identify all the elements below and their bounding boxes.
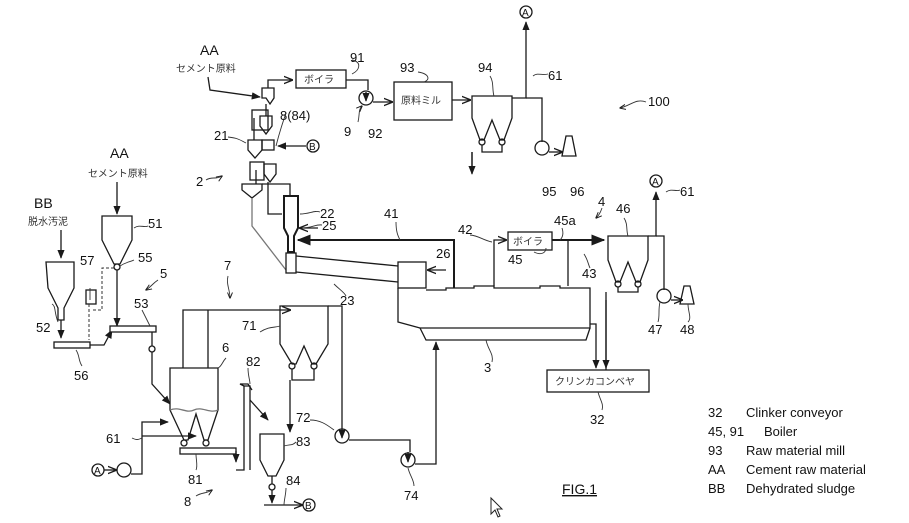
- hopper-83: B: [259, 433, 316, 512]
- leader-lines: [51, 59, 691, 506]
- svg-text:52: 52: [36, 320, 50, 335]
- svg-text:61: 61: [548, 68, 562, 83]
- connector-b-top: B: [277, 139, 320, 153]
- mouse-cursor-icon: [490, 496, 504, 518]
- legend-key-4: BB: [708, 481, 725, 496]
- air-line-61: A: [91, 418, 197, 478]
- svg-text:3: 3: [484, 360, 491, 375]
- svg-text:A: A: [94, 466, 101, 477]
- legend-key-2: 93: [708, 443, 722, 458]
- svg-text:48: 48: [680, 322, 694, 337]
- group-arrows: [146, 100, 647, 497]
- svg-text:61: 61: [680, 184, 694, 199]
- clinker-cooler: [397, 285, 591, 341]
- legend-label-3: Cement raw material: [746, 462, 866, 477]
- tertiary-air-pipe-41: [296, 234, 455, 288]
- svg-text:92: 92: [368, 126, 382, 141]
- svg-text:7: 7: [224, 258, 231, 273]
- sludge-jp: 脱水汚泥: [28, 215, 68, 228]
- svg-text:23: 23: [340, 293, 354, 308]
- dust-collector-46: A: [605, 174, 695, 372]
- legend-label-0: Clinker conveyor: [746, 405, 843, 420]
- svg-text:61: 61: [106, 431, 120, 446]
- rotary-kiln: [295, 255, 427, 289]
- raw-mill-label: 原料ミル: [401, 94, 441, 107]
- svg-text:21: 21: [214, 128, 228, 143]
- svg-text:53: 53: [134, 296, 148, 311]
- svg-text:41: 41: [384, 206, 398, 221]
- svg-text:A: A: [652, 177, 659, 188]
- svg-text:81: 81: [188, 472, 202, 487]
- svg-text:45a: 45a: [554, 213, 576, 228]
- svg-text:5: 5: [160, 266, 167, 281]
- svg-text:B: B: [309, 142, 316, 153]
- top-raw-code: AA: [200, 42, 219, 58]
- sludge-code: BB: [34, 195, 53, 211]
- screw-conveyor-56: [53, 329, 113, 349]
- svg-text:A: A: [522, 8, 529, 19]
- raw-material-silo-51: AA セメント原料: [88, 145, 148, 327]
- clinker-conveyor-label: クリンカコンベヤ: [555, 376, 635, 388]
- top-raw-material-input: AA セメント原料: [176, 42, 261, 100]
- svg-text:95: 95: [542, 184, 556, 199]
- preheater-tower: [241, 80, 299, 274]
- svg-text:25: 25: [322, 218, 336, 233]
- reference-numbers: 21 8(84) 91 9 92 93 94 61 100 95 96 2 22…: [36, 50, 694, 509]
- svg-text:26: 26: [436, 246, 450, 261]
- svg-text:93: 93: [400, 60, 414, 75]
- left-raw-code: AA: [110, 145, 129, 161]
- svg-text:72: 72: [296, 410, 310, 425]
- svg-text:22: 22: [320, 206, 334, 221]
- svg-text:2: 2: [196, 174, 203, 189]
- svg-text:9: 9: [344, 124, 351, 139]
- sludge-silo-52: BB 脱水汚泥: [28, 195, 97, 340]
- svg-text:56: 56: [74, 368, 88, 383]
- svg-text:8: 8: [184, 494, 191, 509]
- legend: 32 Clinker conveyor 45, 91 Boiler 93 Raw…: [708, 405, 866, 496]
- boiler-45-system: ボイラ: [493, 231, 606, 286]
- bucket-elevator-82: [236, 383, 269, 471]
- reactor-6: [169, 310, 290, 463]
- legend-label-4: Dehydrated sludge: [746, 481, 855, 496]
- boiler-mid-label: ボイラ: [513, 236, 543, 248]
- boiler-top-label: ボイラ: [304, 74, 334, 86]
- svg-text:43: 43: [582, 266, 596, 281]
- legend-key-0: 32: [708, 405, 722, 420]
- legend-key-1: 45, 91: [708, 424, 744, 439]
- svg-text:42: 42: [458, 222, 472, 237]
- svg-text:6: 6: [222, 340, 229, 355]
- svg-text:55: 55: [138, 250, 152, 265]
- svg-text:8(84): 8(84): [280, 108, 310, 123]
- top-raw-jp: セメント原料: [176, 62, 236, 75]
- legend-key-3: AA: [708, 462, 726, 477]
- svg-text:94: 94: [478, 60, 492, 75]
- svg-text:B: B: [305, 501, 312, 512]
- svg-text:96: 96: [570, 184, 584, 199]
- svg-text:46: 46: [616, 201, 630, 216]
- svg-text:82: 82: [246, 354, 260, 369]
- left-raw-jp: セメント原料: [88, 167, 148, 180]
- screw-conveyor-53: [109, 325, 170, 404]
- svg-text:45: 45: [508, 252, 522, 267]
- svg-text:51: 51: [148, 216, 162, 231]
- legend-label-1: Boiler: [764, 424, 798, 439]
- svg-text:4: 4: [598, 194, 605, 209]
- legend-label-2: Raw material mill: [746, 443, 845, 458]
- svg-text:32: 32: [590, 412, 604, 427]
- clinker-conveyor-32: クリンカコンベヤ: [546, 300, 650, 393]
- svg-text:83: 83: [296, 434, 310, 449]
- figure-title: FIG.1: [562, 481, 597, 497]
- svg-text:47: 47: [648, 322, 662, 337]
- svg-text:74: 74: [404, 488, 418, 503]
- svg-text:100: 100: [648, 94, 670, 109]
- dust-collector-71: [279, 305, 440, 468]
- svg-text:84: 84: [286, 473, 300, 488]
- raw-mill-system: ボイラ 原料ミル A: [295, 5, 577, 175]
- svg-text:71: 71: [242, 318, 256, 333]
- svg-text:57: 57: [80, 253, 94, 268]
- svg-text:91: 91: [350, 50, 364, 65]
